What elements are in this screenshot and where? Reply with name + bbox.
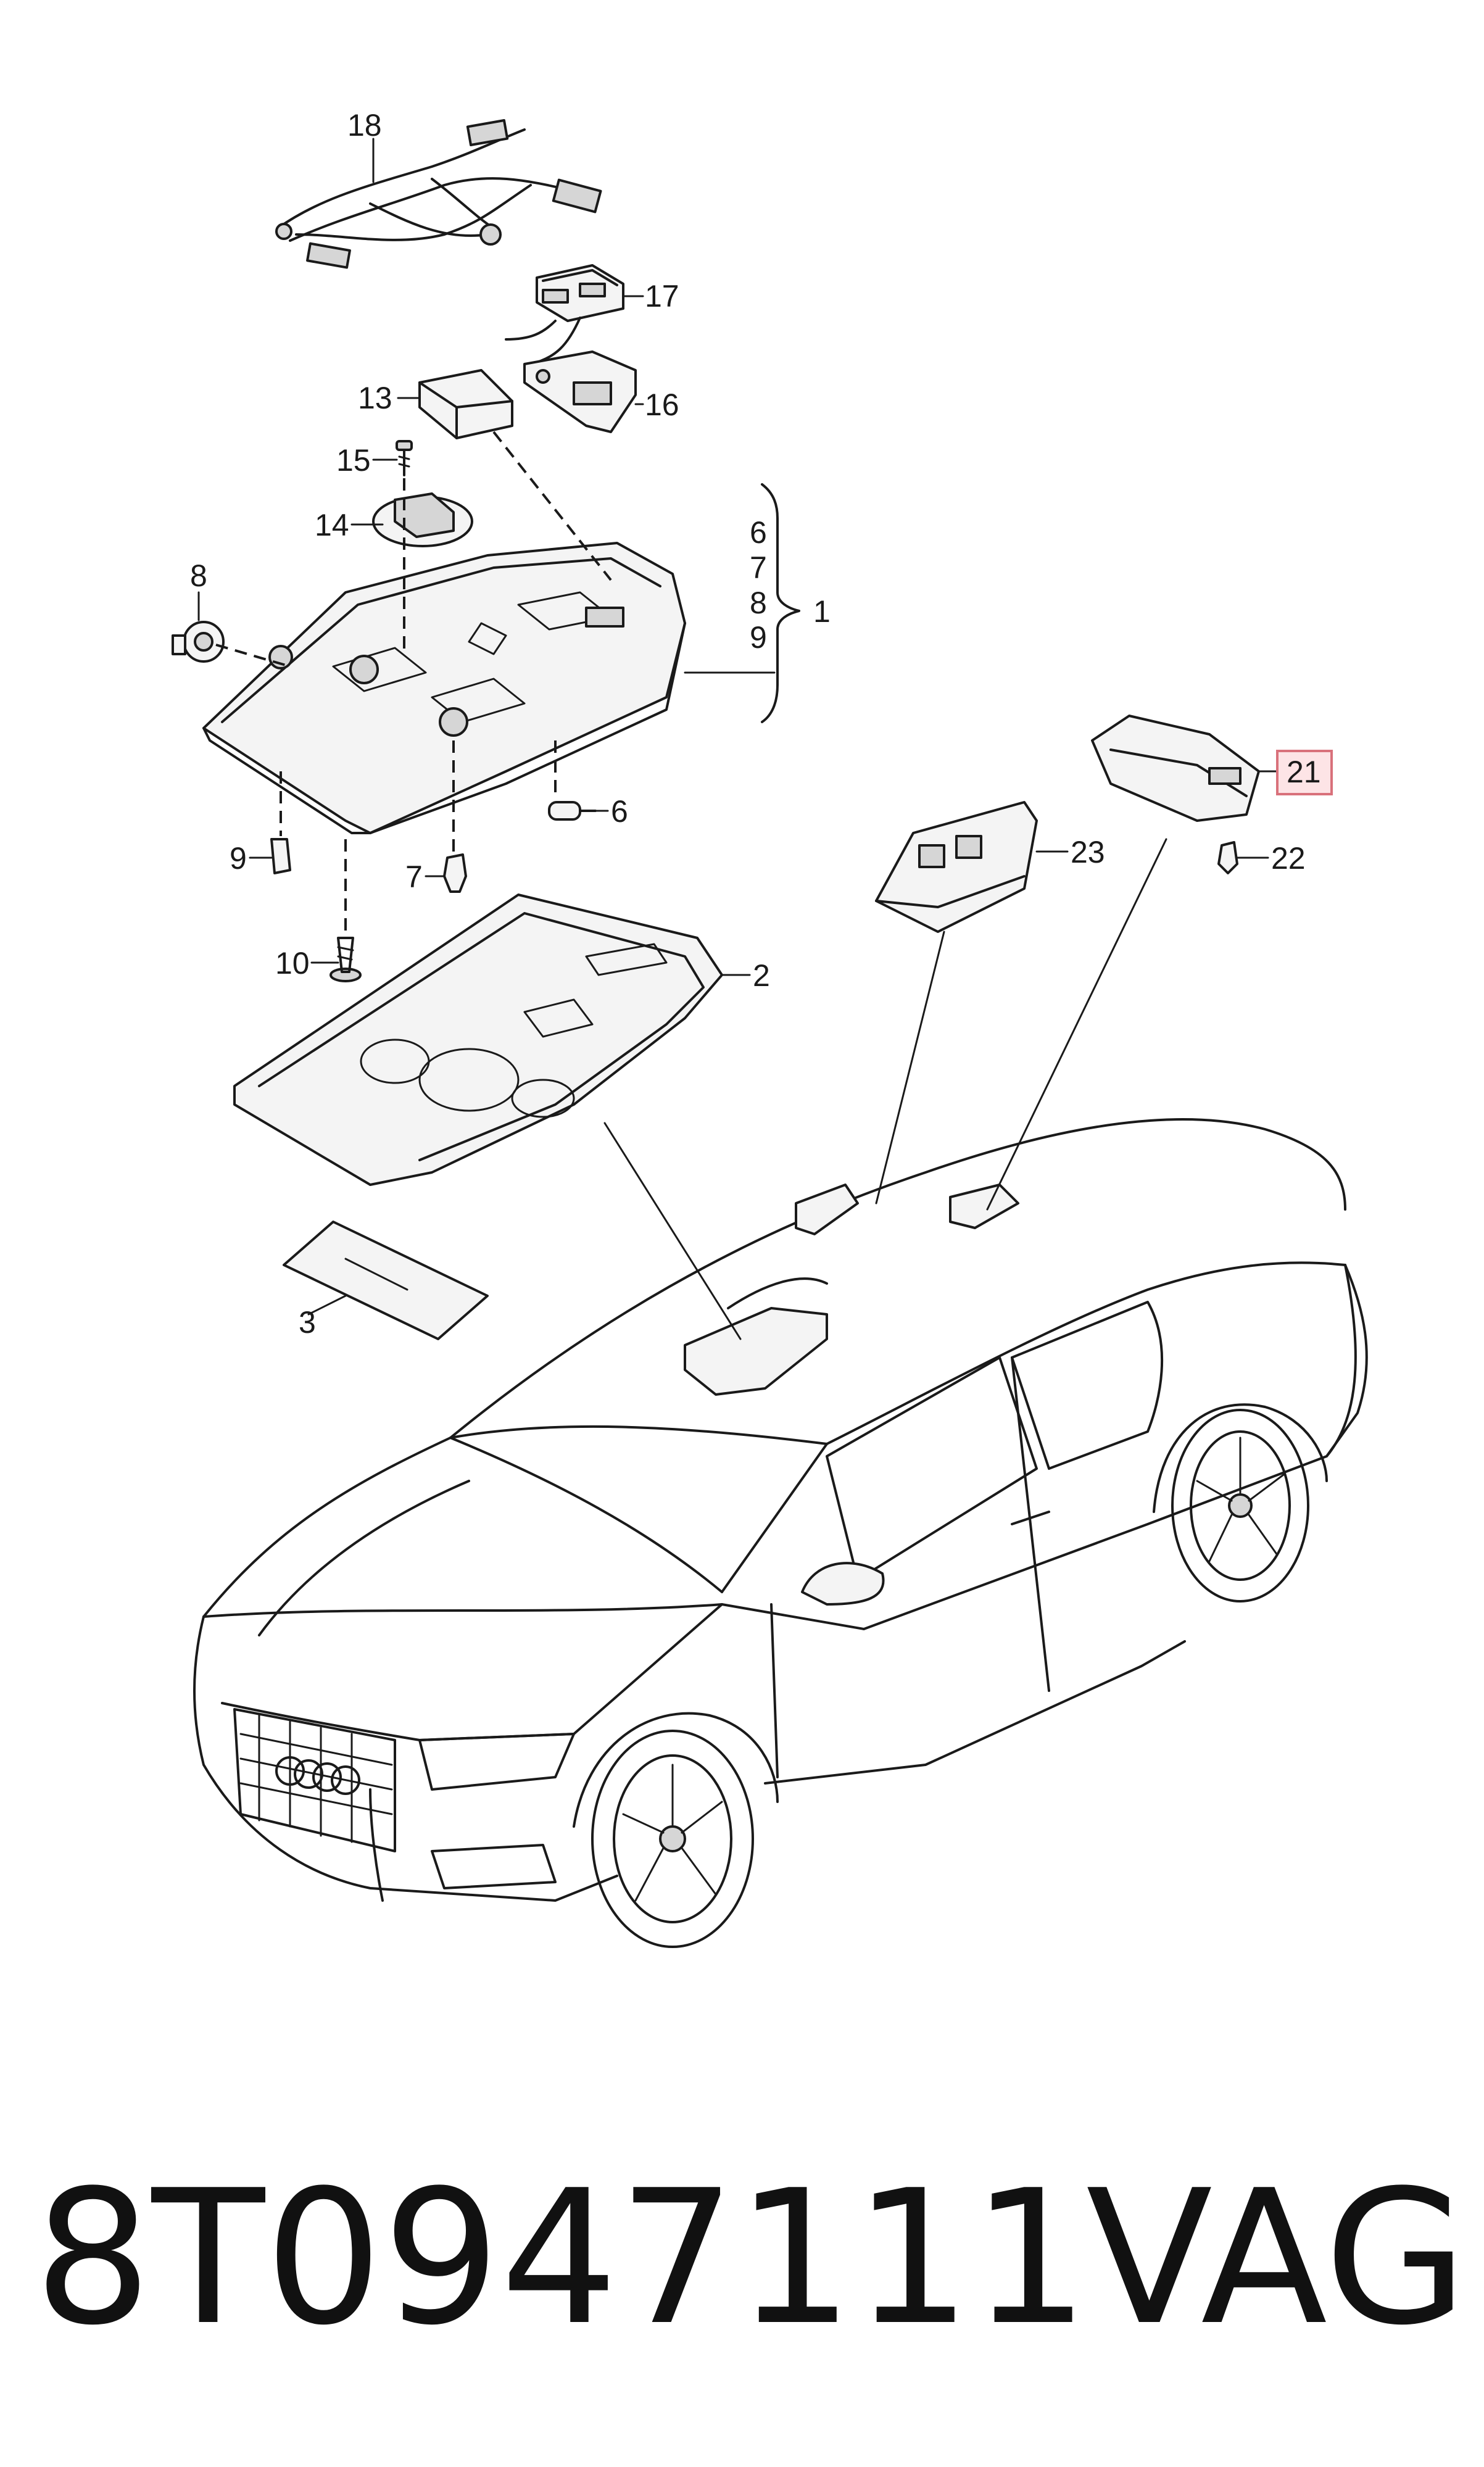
highlight-box-21 — [1276, 750, 1333, 795]
callout-22: 22 — [1271, 841, 1306, 876]
callout-16: 16 — [645, 388, 679, 422]
headliner — [233, 894, 723, 1186]
reading-light-23 — [875, 801, 1038, 933]
wiring-harness — [275, 119, 602, 269]
car-roof-details — [684, 1184, 1019, 1396]
roof-console — [202, 542, 686, 834]
callout-7: 7 — [405, 860, 423, 894]
car-outline — [193, 1118, 1368, 1948]
callout-7: 7 — [750, 550, 767, 585]
callout-17: 17 — [645, 279, 679, 313]
bulb-22 — [1217, 841, 1238, 874]
clip-8 — [172, 621, 225, 663]
callout-23: 23 — [1071, 835, 1105, 869]
callout-9: 9 — [230, 841, 247, 876]
leader-lines — [197, 138, 1279, 1340]
sensor-14 — [372, 492, 473, 547]
bulb-6 — [548, 801, 597, 821]
callouts: 18 17 16 13 15 14 8 6 7 8 9 1 6 9 7 10 2… — [190, 108, 1333, 1340]
switch-module — [505, 264, 624, 365]
callout-15: 15 — [336, 443, 371, 478]
callout-9: 9 — [750, 620, 767, 655]
part-number: 8T0947111 — [34, 2150, 1090, 2366]
screw-15 — [396, 440, 413, 476]
callout-21: 21 — [1287, 755, 1321, 789]
brand-label: VAG — [1086, 2150, 1468, 2366]
callout-2: 2 — [753, 958, 770, 993]
callout-10: 10 — [275, 946, 310, 981]
screw-10 — [330, 937, 362, 982]
callout-14: 14 — [315, 508, 349, 542]
clip-7 — [443, 853, 467, 893]
pad-3 — [283, 1221, 489, 1340]
callout-8: 8 — [750, 586, 767, 620]
connector-bracket — [523, 350, 637, 433]
callout-3: 3 — [299, 1305, 316, 1340]
interior-light-21 — [1091, 715, 1260, 822]
callout-18: 18 — [347, 108, 382, 143]
callout-6: 6 — [750, 515, 767, 550]
callout-6: 6 — [611, 794, 628, 829]
control-unit — [418, 369, 513, 439]
assembly-axes — [215, 431, 612, 932]
callout-13: 13 — [358, 381, 392, 415]
cap-9 — [270, 838, 291, 874]
callout-1: 1 — [813, 594, 831, 629]
callout-8: 8 — [190, 558, 207, 593]
